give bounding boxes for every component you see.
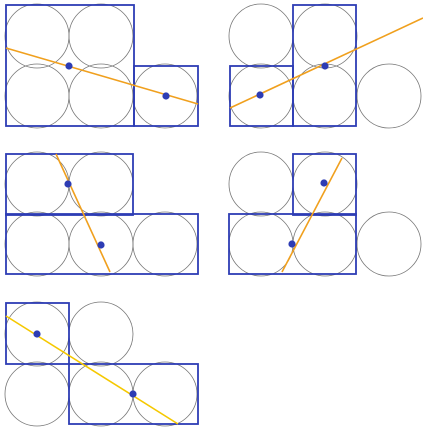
panel-2 <box>228 3 423 129</box>
panel-5-circle-3 <box>4 361 70 427</box>
panel-2-point-2 <box>321 62 329 70</box>
panel-4-circle-3 <box>228 211 294 277</box>
panel-3-point-2 <box>97 241 105 249</box>
panel-1-circle-3 <box>4 63 70 129</box>
panel-5 <box>4 301 199 427</box>
panel-4 <box>228 151 422 277</box>
panel-5-circle-4 <box>68 361 134 427</box>
panel-3-circle-3 <box>4 211 70 277</box>
panel-2-frame-2 <box>229 65 294 127</box>
panel-1-frame-2 <box>133 65 199 127</box>
panel-2-circle-5 <box>356 63 422 129</box>
panel-5-point-1 <box>33 330 41 338</box>
panel-3-point-1 <box>64 180 72 188</box>
panel-1-point-2 <box>162 92 170 100</box>
panel-3-circle-5 <box>132 211 198 277</box>
panel-2-point-1 <box>256 91 264 99</box>
panel-3-line <box>55 153 111 273</box>
panel-5-circle-2 <box>68 301 134 367</box>
panel-4-line <box>281 157 343 273</box>
panel-1-circle-5 <box>132 63 198 129</box>
panel-4-circle-1 <box>228 151 294 217</box>
panel-5-frame-1 <box>5 302 70 365</box>
panel-3-circle-2 <box>68 151 134 217</box>
panel-1 <box>4 3 199 129</box>
panel-4-point-2 <box>320 179 328 187</box>
panel-4-frame-1 <box>292 153 357 216</box>
panel-3 <box>4 151 199 277</box>
panel-1-circle-1 <box>4 3 70 69</box>
panel-4-frame-2 <box>228 213 357 275</box>
panel-4-circle-4 <box>292 211 358 277</box>
panel-2-circle-2 <box>292 3 358 69</box>
panel-5-point-2 <box>129 390 137 398</box>
panel-1-circle-2 <box>68 3 134 69</box>
panel-1-point-1 <box>65 62 73 70</box>
panel-3-frame-2 <box>5 213 199 275</box>
panel-1-circle-4 <box>68 63 134 129</box>
panel-5-frame-2 <box>68 363 199 425</box>
panel-2-circle-1 <box>228 3 294 69</box>
panel-5-line <box>5 315 179 425</box>
panel-4-circle-5 <box>356 211 422 277</box>
panel-4-point-1 <box>288 240 296 248</box>
panel-3-frame-1 <box>5 153 134 216</box>
